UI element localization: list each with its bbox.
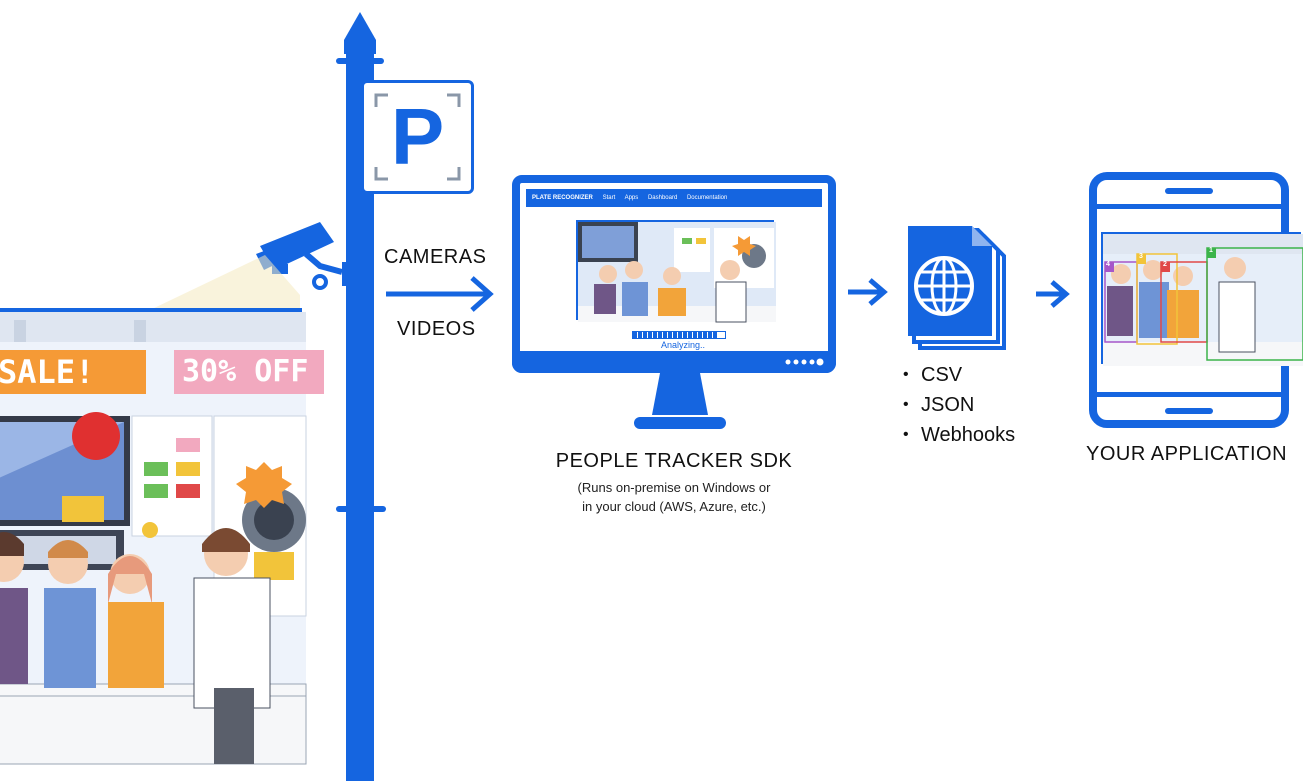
monitor-menu-documentation[interactable]: Documentation bbox=[686, 195, 728, 201]
arrow-right-icon bbox=[386, 276, 494, 312]
monitor-nav-bar: PLATE RECOGNIZER Start Apps Dashboard Do… bbox=[526, 189, 822, 207]
track-label-2: 2 bbox=[1163, 261, 1167, 268]
store-scene: SALE! 30% OFF bbox=[0, 308, 324, 765]
videos-label: VIDEOS bbox=[397, 318, 476, 340]
sdk-subtitle-line2: in your cloud (AWS, Azure, etc.) bbox=[582, 499, 766, 514]
track-label-4: 4 bbox=[1106, 261, 1110, 268]
monitor-stand bbox=[634, 373, 726, 429]
format-csv: CSV bbox=[903, 360, 1015, 390]
cameras-label: CAMERAS bbox=[384, 246, 487, 268]
phone-top-divider bbox=[1089, 204, 1289, 209]
arrow-right-icon bbox=[848, 278, 888, 306]
analysis-status: Analyzing.. bbox=[660, 340, 706, 350]
monitor-menu-start[interactable]: Start bbox=[602, 195, 616, 201]
sdk-title: PEOPLE TRACKER SDK bbox=[555, 450, 793, 472]
analysis-progress-bar bbox=[632, 331, 726, 339]
application-device: 4 3 2 1 bbox=[1089, 172, 1303, 428]
monitor-menu-dashboard[interactable]: Dashboard bbox=[647, 195, 678, 201]
sdk-monitor: PLATE RECOGNIZER Start Apps Dashboard Do… bbox=[512, 175, 836, 373]
phone-bottom-divider bbox=[1089, 392, 1289, 397]
phone-home-bar bbox=[1165, 408, 1213, 414]
output-formats-list: CSV JSON Webhooks bbox=[903, 360, 1015, 450]
track-label-3: 3 bbox=[1139, 253, 1143, 260]
parking-sign-icon: P bbox=[361, 80, 474, 194]
track-label-1: 1 bbox=[1209, 247, 1213, 254]
application-title: YOUR APPLICATION bbox=[1086, 443, 1287, 466]
monitor-app-name: PLATE RECOGNIZER bbox=[532, 195, 593, 201]
discount-sign: 30% OFF bbox=[174, 350, 324, 394]
analysis-progress-fill bbox=[633, 332, 718, 338]
parking-letter: P bbox=[390, 92, 445, 181]
phone-speaker bbox=[1165, 188, 1213, 194]
arrow-right-icon bbox=[1036, 280, 1070, 308]
globe-document-icon bbox=[908, 226, 1006, 350]
sale-sign: SALE! bbox=[0, 350, 146, 394]
format-webhooks: Webhooks bbox=[903, 420, 1015, 450]
monitor-bezel bbox=[512, 351, 836, 373]
monitor-video-frame bbox=[576, 220, 776, 323]
application-title-text: YOUR APPLICATION bbox=[1086, 443, 1288, 465]
monitor-menu-apps[interactable]: Apps bbox=[624, 195, 639, 201]
format-json: JSON bbox=[903, 390, 1015, 420]
sdk-subtitle-line1: (Runs on-premise on Windows or bbox=[577, 480, 771, 495]
application-video-frame: 4 3 2 1 bbox=[1101, 232, 1303, 366]
